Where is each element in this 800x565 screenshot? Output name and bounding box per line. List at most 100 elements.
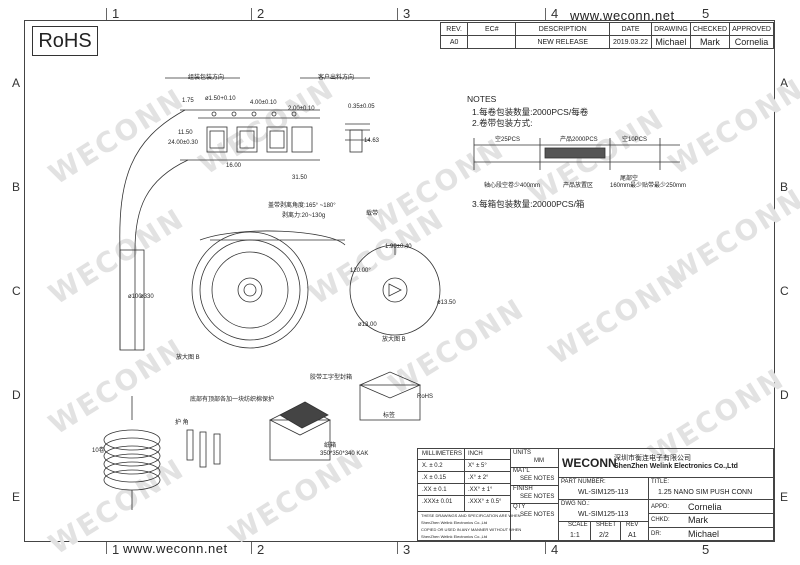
rev-cell-rev: A0	[439, 35, 469, 49]
tb-line	[590, 521, 591, 542]
tb-line	[510, 503, 558, 504]
drawing-frame	[24, 20, 775, 542]
tb-dwg-label: DWG NO.:	[561, 501, 590, 507]
tb-units-inch: INCH	[468, 451, 483, 457]
tb-units-mm: MILLIMETERS	[422, 451, 463, 457]
col-label-bottom-2: 2	[257, 542, 265, 557]
tick	[545, 542, 546, 554]
tape-seg-product: 产品2000PCS	[560, 137, 598, 143]
row-label-left-a: A	[12, 76, 21, 90]
tb-matl-value: SEE NOTES	[520, 476, 555, 482]
tb-finish-label: FINISH	[513, 486, 533, 492]
label-tape-seal: 胶带工字型封箱	[310, 375, 353, 381]
tick	[397, 8, 398, 20]
tb-disclaimer-3: COPIED OR USED IN ANY MANNER WITHOUT WHE…	[421, 527, 522, 532]
tape-seg-empty-start: 空25PCS	[495, 137, 521, 143]
rev-cell-checked: Mark	[689, 35, 731, 49]
tb-dwg-no: WL-SIM125-113	[578, 511, 629, 518]
tb-line	[418, 459, 510, 460]
tb-part-number: WL-SIM125-113	[578, 489, 629, 496]
rev-hdr-date: DATE	[609, 22, 652, 36]
label-customer-direction: 客户出料方向	[318, 75, 355, 81]
rev-cell-approved: Cornelia	[729, 35, 774, 49]
label-rohs-small: RoHS	[417, 394, 434, 400]
tick	[106, 542, 107, 554]
tick	[106, 8, 107, 20]
tb-tol-3-mm: .XXX± 0.01	[422, 499, 453, 505]
rev-cell-date: 2019.03.22	[609, 35, 652, 49]
row-label-right-b: B	[780, 180, 789, 194]
rev-cell-description: NEW RELEASE	[515, 35, 611, 49]
label-protect-note: 底部有顶部各加一块纺织棉保护	[190, 397, 275, 403]
dim-hub: ø100	[128, 294, 142, 300]
tb-qty-label: QTY	[513, 504, 526, 510]
tape-label-tail-1: 尾部空	[620, 176, 639, 182]
note-item-1: 1.每卷包装数量:2000PCS/每卷	[472, 107, 589, 117]
dim-pitch-row: 11.50	[178, 130, 193, 136]
tb-disclaimer-2: ShenZhen Welink Electronics Co.,Ltd	[421, 520, 488, 525]
label-corner: 护 角	[175, 420, 189, 426]
col-label-bottom-5: 5	[702, 542, 710, 557]
tb-title: 1.25 NANO SIM PUSH CONN	[658, 489, 753, 496]
dim-pitch: 4.00±0.10	[250, 100, 277, 106]
row-label-left-d: D	[12, 388, 21, 402]
tape-label-product: 产品放置区	[563, 183, 594, 189]
tb-finish-value: SEE NOTES	[520, 494, 555, 500]
col-label-bottom-4: 4	[551, 542, 559, 557]
label-carrier-tape: 载带	[366, 211, 379, 217]
col-label-top-1: 1	[112, 6, 120, 21]
tb-title-label: TITLE:	[651, 479, 670, 485]
tb-line	[418, 511, 510, 512]
dim-angle: 120.00°	[350, 268, 371, 274]
tick	[251, 8, 252, 20]
tb-tol-3-deg: .XXX° ± 0.5°	[468, 499, 502, 505]
rohs-badge: RoHS	[32, 26, 98, 56]
row-label-left-e: E	[12, 490, 21, 504]
dim-thickness: 0.35±0.05	[348, 104, 375, 110]
tb-line	[648, 513, 774, 514]
tb-appd-label: APPD:	[651, 504, 670, 510]
tb-disclaimer-4: ShenZhen Welink Electronics Co.,Ltd	[421, 534, 488, 539]
tb-units-label: UNITS	[513, 450, 531, 456]
revision-table-row: A0 NEW RELEASE 2019.03.22 Michael Mark C…	[439, 35, 774, 49]
label-carton: 纸箱	[324, 443, 337, 449]
tb-line	[510, 467, 558, 468]
row-label-right-c: C	[780, 284, 789, 298]
tb-scale-label: SCALE	[568, 522, 588, 528]
tb-line	[558, 499, 774, 500]
tb-line	[510, 449, 511, 542]
website-bottom[interactable]: www.weconn.net	[123, 541, 228, 556]
notes-title: NOTES	[467, 94, 497, 104]
col-label-bottom-3: 3	[403, 542, 411, 557]
tb-rev: A1	[628, 532, 637, 539]
tb-tol-2-deg: .XX° ± 1°	[468, 487, 493, 493]
tb-part-number-label: PART NUMBER:	[561, 479, 606, 485]
tb-sheet-label: SHEET	[596, 522, 617, 528]
tb-line	[510, 485, 558, 486]
tb-sheet: 2/2	[599, 532, 609, 539]
tb-qty-value: SEE NOTES	[520, 512, 555, 518]
row-label-right-a: A	[780, 76, 789, 90]
revision-table: REV. EC# DESCRIPTION DATE DRAWING CHECKE…	[439, 22, 774, 49]
tb-appd: Cornelia	[688, 502, 722, 512]
tb-company-logo: WECONN	[562, 456, 617, 470]
col-label-top-2: 2	[257, 6, 265, 21]
tb-scale: 1:1	[570, 532, 580, 539]
tb-chkd-label: CHKD:	[651, 517, 670, 523]
tick	[545, 8, 546, 20]
tb-dr-label: DR:	[651, 531, 662, 537]
row-label-right-e: E	[780, 490, 789, 504]
dim-bore: ø13.50	[437, 300, 456, 306]
tb-line	[418, 483, 510, 484]
dim-depth: 14.63	[364, 138, 380, 144]
tape-label-core: 轴心段空卷少400mm	[484, 183, 541, 189]
label-detail-b: 放大图 B	[176, 355, 200, 361]
website-top[interactable]: www.weconn.net	[570, 8, 675, 23]
tb-matl-label: MAT'L	[513, 468, 530, 474]
tb-company-cn: 深圳市衡连电子有限公司	[614, 455, 691, 462]
tb-tol-0-mm: X. ± 0.2	[422, 463, 443, 469]
row-label-left-b: B	[12, 180, 21, 194]
col-label-bottom-1: 1	[112, 542, 120, 557]
tb-rev-label: REV	[626, 522, 639, 528]
